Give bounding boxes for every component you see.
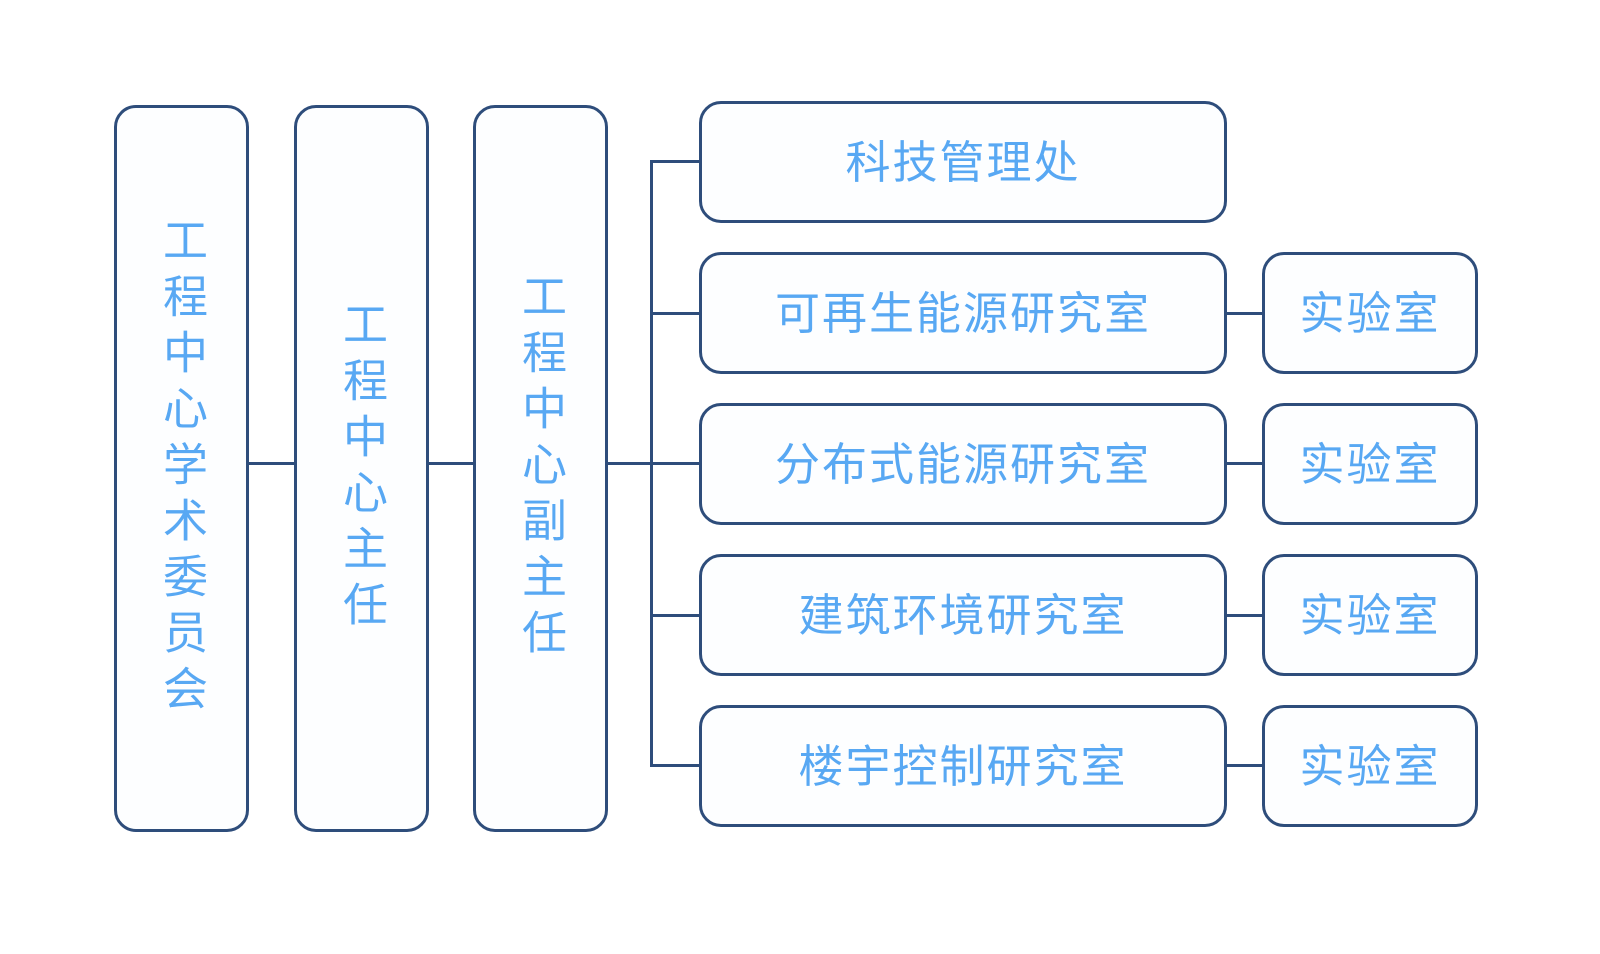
node-lab-distributed-energy-label: 实验室 xyxy=(1299,437,1441,491)
connector-dept-4-lab xyxy=(1227,764,1262,767)
node-dept-distributed-energy-label: 分布式能源研究室 xyxy=(774,437,1151,491)
connector-trunk-dept-4 xyxy=(650,764,699,767)
node-dept-building-environment-label: 建筑环境研究室 xyxy=(798,588,1128,642)
node-lab-building-control-label: 实验室 xyxy=(1299,739,1441,793)
connector-director-deputy xyxy=(429,462,473,465)
node-center-director-label: 工程中心主任 xyxy=(335,300,388,637)
node-lab-renewable-energy: 实验室 xyxy=(1262,252,1478,374)
connector-dept-3-lab xyxy=(1227,614,1262,617)
node-dept-renewable-energy: 可再生能源研究室 xyxy=(699,252,1227,374)
node-dept-science-tech-office: 科技管理处 xyxy=(699,101,1227,223)
connector-trunk-dept-1 xyxy=(650,312,699,315)
node-lab-building-environment: 实验室 xyxy=(1262,554,1478,676)
node-deputy-director: 工程中心副主任 xyxy=(473,105,608,832)
node-center-director: 工程中心主任 xyxy=(294,105,429,832)
node-deputy-director-label: 工程中心副主任 xyxy=(514,272,567,665)
node-dept-renewable-energy-label: 可再生能源研究室 xyxy=(774,286,1151,340)
connector-dept-1-lab xyxy=(1227,312,1262,315)
connector-deputy-trunk xyxy=(608,462,699,465)
connector-committee-director xyxy=(249,462,294,465)
trunk-line xyxy=(650,160,653,767)
node-academic-committee-label: 工程中心学术委员会 xyxy=(155,216,208,721)
connector-dept-2-lab xyxy=(1227,462,1262,465)
node-lab-building-control: 实验室 xyxy=(1262,705,1478,827)
connector-trunk-dept-3 xyxy=(650,614,699,617)
node-dept-science-tech-office-label: 科技管理处 xyxy=(845,135,1081,189)
node-lab-distributed-energy: 实验室 xyxy=(1262,403,1478,525)
node-dept-building-environment: 建筑环境研究室 xyxy=(699,554,1227,676)
node-dept-building-control: 楼宇控制研究室 xyxy=(699,705,1227,827)
node-lab-renewable-energy-label: 实验室 xyxy=(1299,286,1441,340)
node-dept-building-control-label: 楼宇控制研究室 xyxy=(798,739,1128,793)
node-lab-building-environment-label: 实验室 xyxy=(1299,588,1441,642)
node-dept-distributed-energy: 分布式能源研究室 xyxy=(699,403,1227,525)
node-academic-committee: 工程中心学术委员会 xyxy=(114,105,249,832)
connector-trunk-dept-0 xyxy=(650,160,699,163)
